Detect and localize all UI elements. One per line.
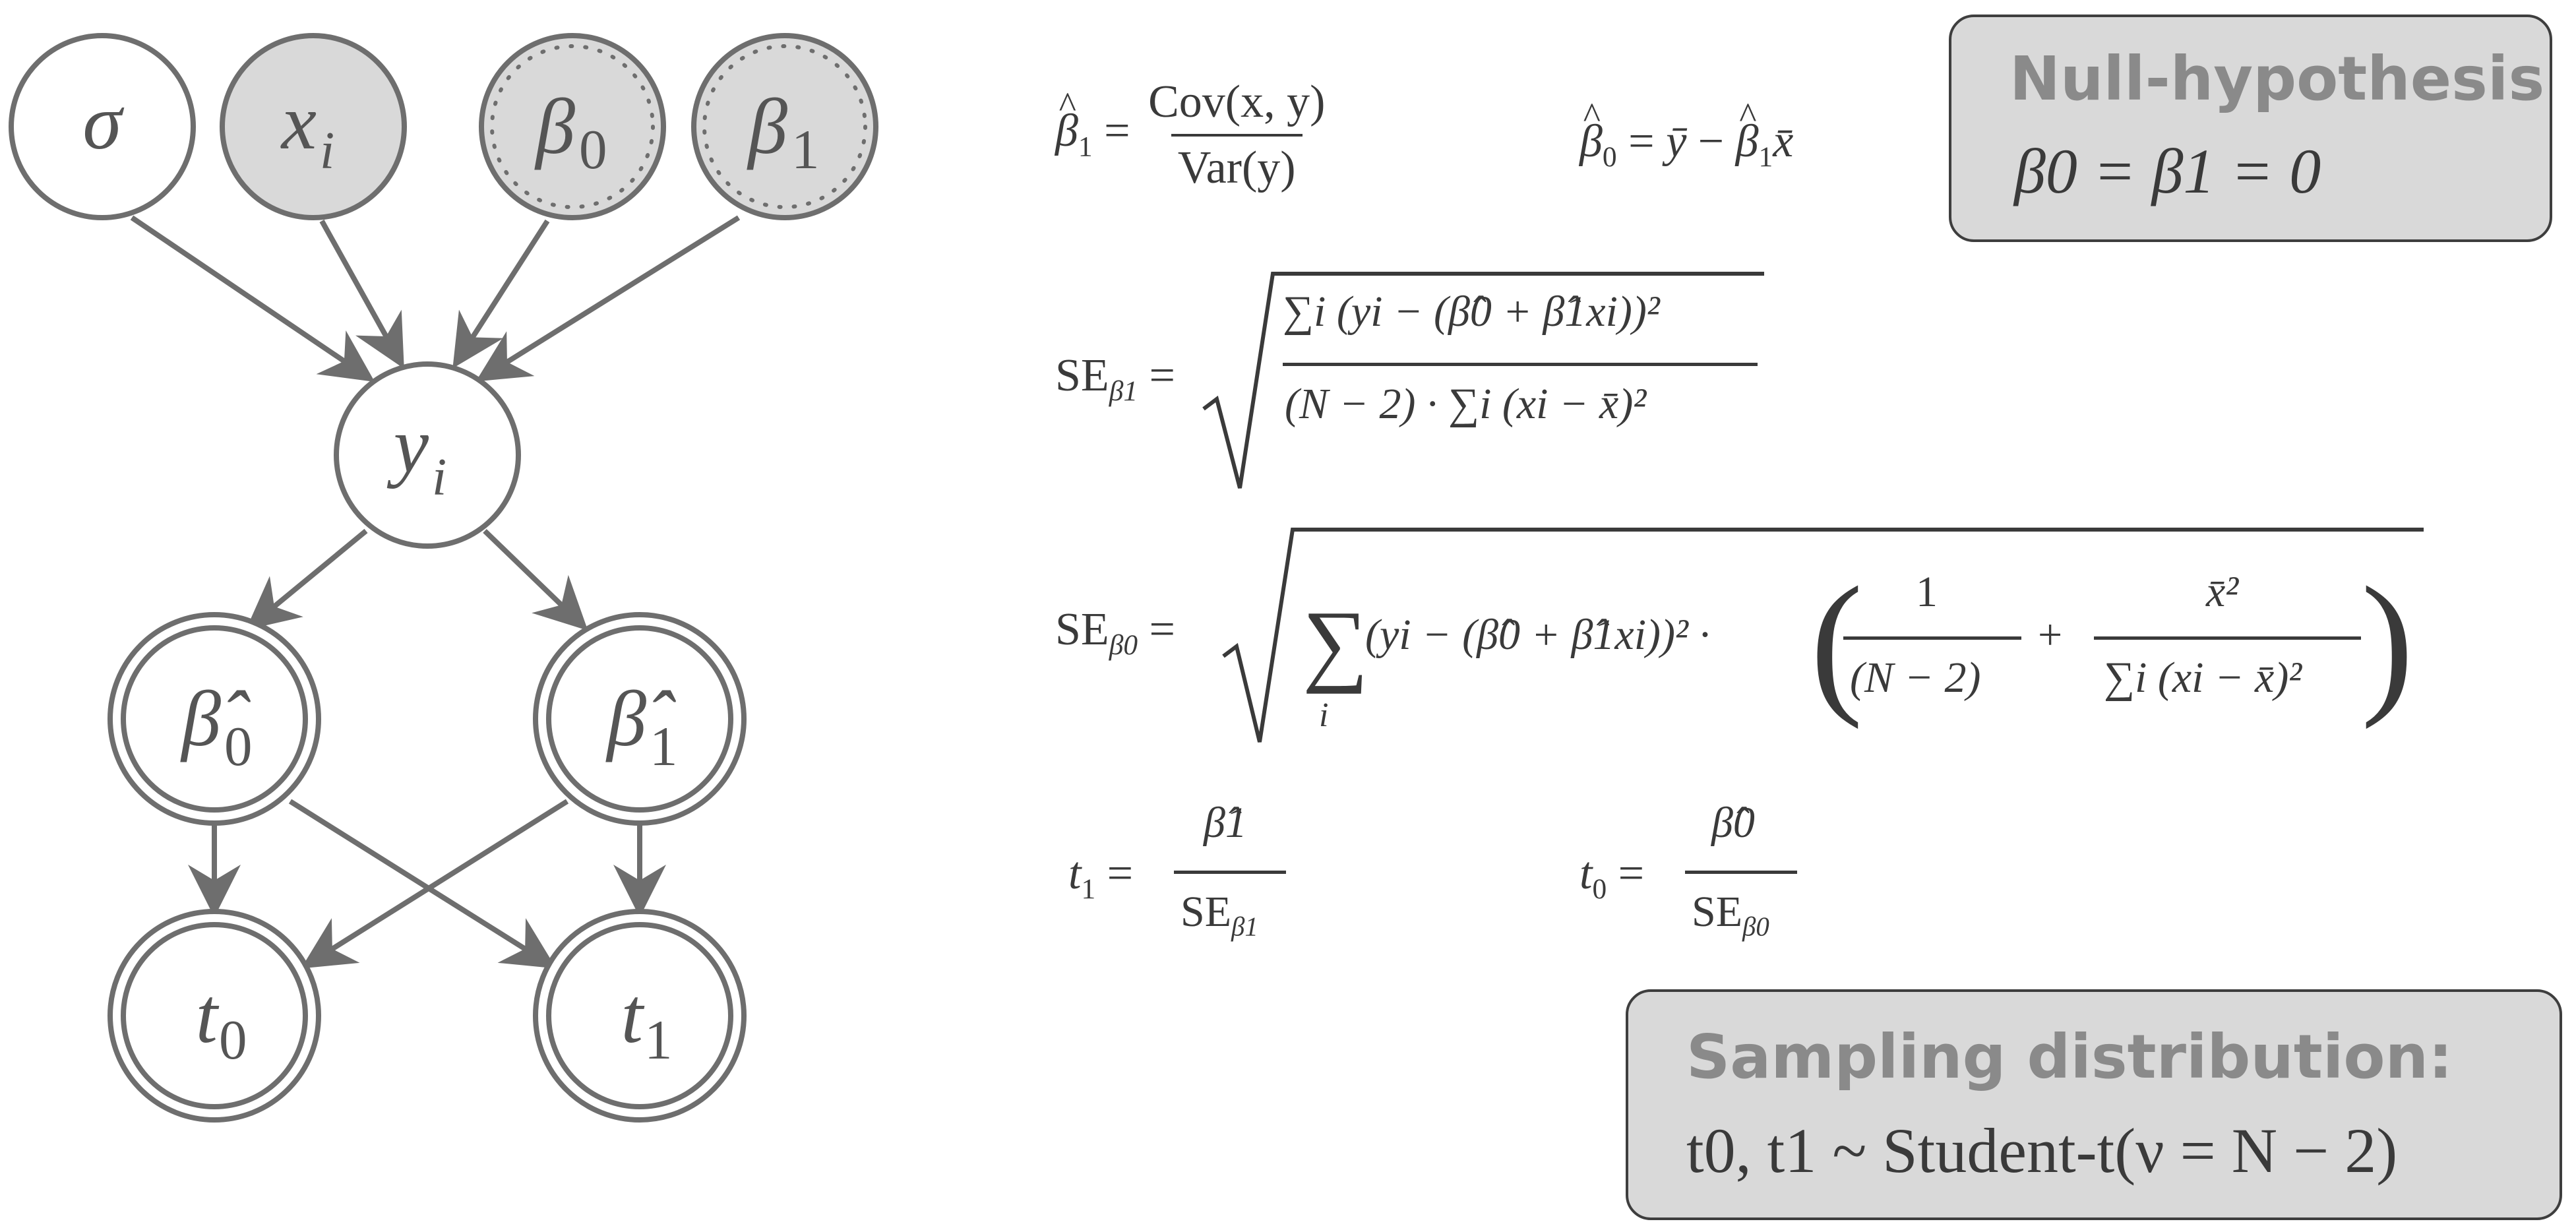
formula-se-beta0-label: SEβ0 =	[1055, 604, 1175, 662]
se-beta1-numerator: ∑i (yi − (β̂0 + β̂1xi))²	[1283, 287, 1660, 337]
frac1-numerator: 1	[1916, 568, 1938, 616]
node-sigma-label: σ	[82, 78, 124, 166]
formula-t1: t1 =	[1068, 848, 1134, 906]
y-bar: ȳ	[1666, 116, 1687, 167]
se-beta1-fraction-bar	[1283, 363, 1758, 366]
minus-sign: −	[1686, 116, 1736, 167]
null-hypothesis-title: Null-hypothesis	[2009, 44, 2545, 114]
beta1-hat-symbol: β	[1055, 105, 1078, 158]
frac2-numerator: x̄²	[2206, 568, 2239, 616]
edge-beta1-y	[475, 215, 741, 382]
node-beta1hat: β̂ 1	[533, 612, 747, 826]
t1-den-sub: β1	[1231, 911, 1258, 942]
sum-symbol: ∑	[1303, 592, 1368, 694]
node-t0-label: t	[196, 971, 220, 1059]
node-t0-sub: 0	[219, 1009, 247, 1071]
se-sub: β1	[1109, 375, 1138, 408]
t0-numerator: β̂0	[1711, 799, 1755, 847]
node-beta0: β 0	[479, 33, 666, 220]
node-y: y i	[334, 361, 521, 549]
fraction-denominator: Var(y)	[1171, 134, 1303, 195]
graphical-model: σ x i β 0 β 1 y i β̂ 0 β̂ 1 t	[9, 33, 878, 1123]
node-y-label: y	[386, 401, 429, 489]
frac2-denominator: ∑i (xi − x̄)²	[2104, 654, 2302, 702]
t0-denominator: SEβ0	[1692, 887, 1769, 942]
sampling-distribution-formula: t0, t1 ~ Student-t(ν = N − 2)	[1686, 1115, 2398, 1186]
formula-beta0-hat: β0 = ȳ − β1x̄	[1579, 115, 1793, 173]
t0-den-sub: β0	[1742, 911, 1769, 942]
t0-sub: 0	[1592, 873, 1607, 906]
x-bar: x̄	[1773, 116, 1794, 167]
se-beta1-denominator: (N − 2) · ∑i (xi − x̄)²	[1285, 379, 1646, 429]
sampling-distribution-box: Sampling distribution: t0, t1 ~ Student-…	[1626, 989, 2562, 1220]
node-t1-label: t	[621, 971, 645, 1059]
sqrt-sign-se-beta0	[1222, 528, 2424, 743]
frac1-bar	[1843, 636, 2021, 640]
node-y-sub: i	[432, 448, 446, 507]
beta0-hat-symbol: β	[1579, 115, 1603, 168]
node-beta1-sub: 1	[791, 119, 820, 181]
t1-fraction-bar	[1174, 871, 1286, 874]
t1-symbol: t	[1068, 848, 1082, 899]
t1-denominator: SEβ1	[1181, 887, 1258, 942]
node-beta1: β 1	[691, 33, 878, 220]
node-x-label: x	[280, 78, 317, 166]
beta1-hat-term-sub: 1	[1758, 141, 1773, 173]
edge-beta1hat-t0	[301, 799, 569, 969]
edge-beta0-y	[452, 219, 550, 369]
se-beta0-body: (yi − (β̂0 + β̂1xi))² ·	[1365, 611, 1710, 659]
sum-index: i	[1319, 696, 1329, 734]
node-beta1-label: β	[747, 82, 787, 170]
node-beta1hat-sub: 1	[650, 716, 678, 778]
node-x: x i	[220, 33, 407, 220]
se-beta1-num-text: ∑i (yi − (β̂0 + β̂1xi))²	[1283, 288, 1660, 336]
formula-se-beta1-label: SEβ1 =	[1055, 350, 1175, 408]
node-t0: t 0	[107, 909, 321, 1123]
equals-sign: =	[1092, 106, 1142, 157]
beta1-hat-fraction: Cov(x, y) Var(y)	[1142, 76, 1332, 195]
node-sigma: σ	[9, 33, 196, 220]
se-label: SE	[1055, 350, 1109, 401]
beta1-hat-sub: 1	[1078, 131, 1093, 163]
se0-sub: β0	[1109, 629, 1138, 662]
node-t1-sub: 1	[644, 1009, 673, 1071]
sampling-distribution-title: Sampling distribution:	[1686, 1022, 2453, 1092]
edge-y-beta1hat	[483, 529, 588, 631]
edge-beta0hat-t1	[288, 799, 557, 969]
t1-numerator: β̂1	[1204, 799, 1247, 847]
t1-den-label: SE	[1181, 888, 1232, 936]
left-paren: (	[1810, 554, 1863, 729]
edge-x-y	[319, 220, 404, 369]
plus-sign: +	[2038, 611, 2063, 659]
edges	[130, 215, 741, 969]
node-beta0-sub: 0	[579, 119, 607, 181]
null-hypothesis-box: Null-hypothesis β0 = β1 = 0	[1949, 15, 2552, 242]
node-beta0-label: β	[534, 82, 575, 170]
sqrt-sign-se-beta1	[1202, 272, 1764, 489]
formula-beta1-hat: β1 = Cov(x, y) Var(y)	[1055, 76, 1332, 195]
right-paren: )	[2361, 554, 2414, 729]
node-beta0hat-sub: 0	[224, 716, 253, 778]
beta1-hat-term: β	[1736, 115, 1759, 168]
formula-t0: t0 =	[1579, 848, 1645, 906]
se-beta1-den-text: (N − 2) · ∑i (xi − x̄)²	[1285, 380, 1647, 428]
t0-den-label: SE	[1692, 888, 1743, 936]
beta0-hat-sub: 0	[1602, 141, 1617, 173]
node-beta0hat: β̂ 0	[107, 612, 321, 826]
node-t1: t 1	[533, 909, 747, 1123]
t0-fraction-bar	[1685, 871, 1797, 874]
edge-sigma-y	[130, 215, 375, 382]
null-hypothesis-formula: β0 = β1 = 0	[2014, 136, 2321, 206]
t0-symbol: t	[1579, 848, 1593, 899]
fraction-numerator: Cov(x, y)	[1148, 77, 1326, 127]
edge-y-beta0hat	[245, 528, 368, 631]
frac2-bar	[2094, 636, 2361, 640]
node-x-sub: i	[320, 122, 334, 180]
frac1-denominator: (N − 2)	[1850, 654, 1981, 702]
se0-label: SE	[1055, 604, 1109, 655]
t1-sub: 1	[1081, 873, 1096, 906]
